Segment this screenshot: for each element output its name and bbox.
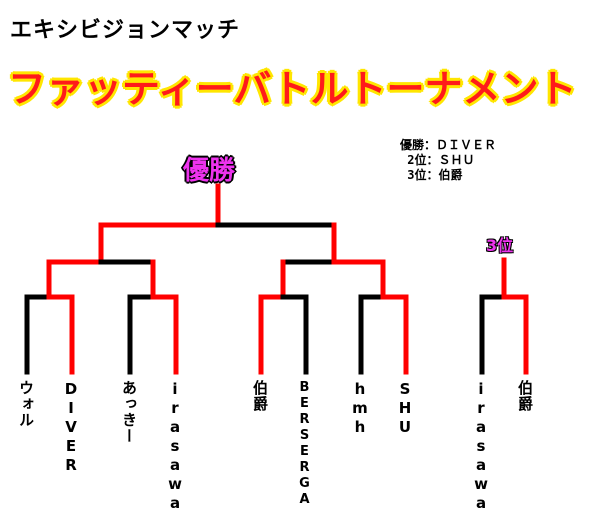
- player-name-2: DIVER: [62, 380, 80, 475]
- third-match-player-2: 伯爵: [516, 380, 534, 412]
- player-name-1: ウォル: [17, 380, 35, 428]
- player-name-6: BERSERGA: [297, 380, 312, 508]
- player-name-7: hmh: [351, 380, 369, 437]
- result-second: 2位：ＳＨＵ: [400, 153, 475, 167]
- result-first: 優勝：ＤＩＶＥＲ: [400, 138, 497, 152]
- third-place-label: 3位: [486, 236, 514, 255]
- champion-label: 優勝: [183, 156, 236, 186]
- tournament-bracket-page: エキシビジョンマッチ ファッティーバトルトーナメント 優勝：ＤＩＶＥＲ 2位：Ｓ…: [8, 18, 577, 513]
- player-name-4: irasawa: [166, 380, 184, 513]
- results-summary: 優勝：ＤＩＶＥＲ 2位：ＳＨＵ 3位：伯爵: [400, 138, 496, 183]
- bracket-lines: [24, 183, 529, 375]
- third-match-player-1: irasawa: [472, 380, 490, 513]
- result-third: 3位：伯爵: [400, 168, 463, 182]
- tournament-title: ファッティーバトルトーナメント: [8, 67, 577, 111]
- player-name-8: SHU: [396, 380, 414, 437]
- player-name-3: あっきー: [120, 380, 138, 444]
- player-name-5: 伯爵: [251, 380, 269, 412]
- event-subtitle: エキシビジョンマッチ: [10, 18, 241, 43]
